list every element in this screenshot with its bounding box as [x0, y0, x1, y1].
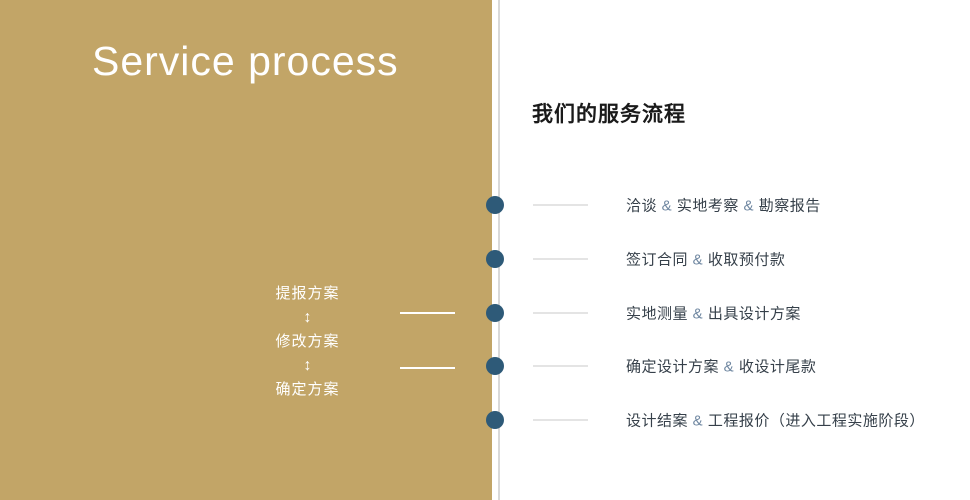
ampersand-separator: &	[738, 197, 759, 215]
service-step-row: 设计结案 & 工程报价（进入工程实施阶段）	[533, 410, 925, 431]
step-dash-line	[533, 258, 588, 260]
ampersand-separator: &	[688, 305, 708, 323]
step-text: 设计结案 & 工程报价（进入工程实施阶段）	[626, 412, 925, 430]
slide-title: Service process	[92, 38, 399, 84]
timeline-dot	[486, 249, 504, 268]
up-down-arrow-icon: ↕	[303, 309, 312, 326]
plan-step-revise: 修改方案	[275, 333, 340, 350]
service-step-row: 签订合同 & 收取预付款	[533, 248, 785, 269]
plan-cycle-group: 提报方案 ↕ 修改方案 ↕ 确定方案	[250, 283, 365, 401]
service-step-row: 实地测量 & 出具设计方案	[533, 302, 801, 323]
service-step-row: 确定设计方案 & 收设计尾款	[533, 356, 816, 377]
timeline-dot	[486, 196, 504, 214]
step-text: 洽谈 & 实地考察 & 勘察报告	[626, 197, 821, 215]
step-dash-line	[533, 365, 588, 367]
plan-step-submit: 提报方案	[275, 285, 340, 302]
connector-line	[400, 312, 455, 314]
timeline-dot	[486, 411, 504, 430]
timeline-dot	[486, 357, 504, 376]
timeline-dot	[486, 303, 504, 322]
step-text: 确定设计方案 & 收设计尾款	[626, 358, 817, 376]
service-step-row: 洽谈 & 实地考察 & 勘察报告	[533, 195, 821, 216]
up-down-arrow-icon: ↕	[303, 357, 312, 374]
step-dash-line	[533, 204, 588, 206]
left-gold-panel	[0, 0, 492, 500]
ampersand-separator: &	[657, 197, 677, 215]
step-dash-line	[533, 419, 588, 421]
ampersand-separator: &	[719, 358, 739, 376]
plan-step-confirm: 确定方案	[275, 381, 340, 398]
ampersand-separator: &	[688, 251, 708, 269]
step-dash-line	[533, 312, 588, 314]
ampersand-separator: &	[688, 412, 708, 430]
step-text: 签订合同 & 收取预付款	[626, 251, 786, 269]
step-text: 实地测量 & 出具设计方案	[626, 305, 801, 323]
section-heading: 我们的服务流程	[532, 103, 686, 126]
connector-line	[400, 367, 455, 369]
